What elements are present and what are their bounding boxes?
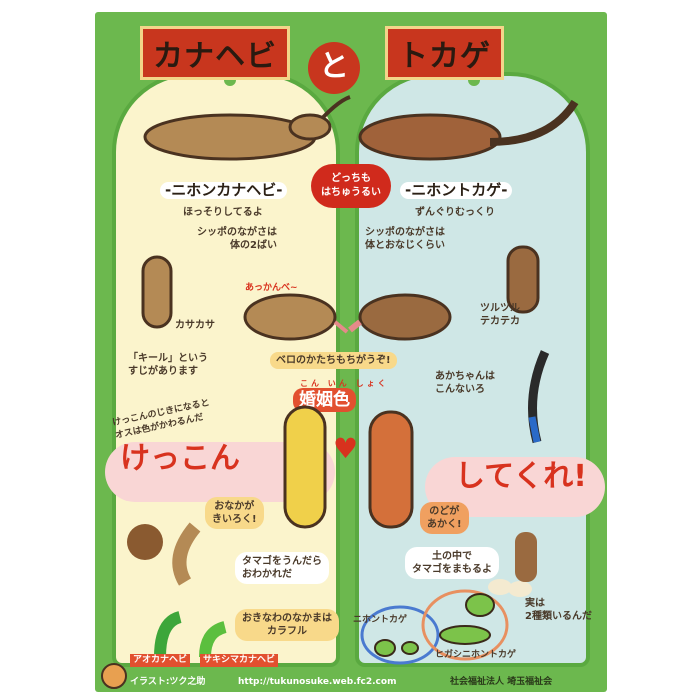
- title-kanahebi: カナヘビ: [140, 26, 290, 80]
- poster: カナヘビ と トカゲ どっちも はちゅうるい -ニホンカナヘビ- ほっそりしてる…: [95, 12, 607, 692]
- kanahebi-head: [141, 255, 173, 329]
- tokage-illustration: [358, 99, 579, 161]
- tongue-note: ベロのかたちもちがうぞ!: [270, 352, 397, 369]
- kanahebi-name: -ニホンカナヘビ-: [160, 182, 288, 199]
- tongue-sound: あっかんべ~: [245, 283, 298, 293]
- guarding-tokage: [488, 532, 537, 597]
- kanahebi-subtitle: ほっそりしてるよ: [183, 207, 263, 218]
- marry-left-text: けっこん: [120, 441, 240, 476]
- species-nihontokage: ニホントカゲ: [353, 615, 408, 625]
- baby-note: あかちゃんは こんないろ: [435, 371, 495, 395]
- tokage-head: [506, 245, 540, 314]
- throat-note: のどが あかく!: [420, 502, 469, 534]
- tongue-lizards: [243, 293, 452, 341]
- illustrator-credit: イラスト:ツク之助: [130, 677, 206, 687]
- tokage-texture: ツルツル テカテカ: [480, 303, 520, 327]
- reptile-badge: どっちも はちゅうるい: [311, 164, 391, 208]
- courting-lizards: [283, 405, 414, 529]
- tokage-tail-note: シッポのながさは 体とおなじくらい: [365, 227, 445, 251]
- species-aokanahebi: アオカナヘビ: [130, 654, 191, 667]
- kanahebi-texture: カサカサ: [175, 320, 215, 331]
- tokage-subtitle: ずんぐりむっくり: [415, 207, 495, 218]
- heart-icon: ♥: [333, 432, 359, 465]
- publisher: 社会福祉法人 埼玉福祉会: [450, 677, 553, 687]
- mascot-icon: [101, 663, 127, 689]
- green-kanahebi: [154, 611, 227, 658]
- okinawa-note: おきなわのなかまは カラフル: [235, 609, 339, 641]
- marry-right-text: してくれ!: [455, 459, 587, 494]
- tokage-name: -ニホントカゲ-: [400, 182, 513, 199]
- distribution-map: [360, 589, 509, 665]
- nuptial-ruby: こん いん しょく: [300, 379, 389, 388]
- title-tokage: トカゲ: [385, 26, 504, 80]
- egg-lizard: [127, 522, 201, 586]
- belly-note: おなかが きいろく!: [205, 497, 264, 529]
- title-connector: と: [308, 42, 360, 94]
- keel-note: 「キール」という すじがあります: [128, 353, 208, 377]
- two-kinds-note: 実は 2種類いるんだ: [525, 598, 592, 622]
- eggs-left-note: タマゴをうんだら おわかれだ: [235, 552, 329, 584]
- eggs-right-note: 土の中で タマゴをまもるよ: [405, 547, 499, 579]
- kanahebi-illustration: [143, 95, 351, 161]
- kanahebi-panel: [112, 72, 340, 667]
- species-sakishimakanahebi: サキシマカナヘビ: [200, 654, 279, 667]
- illustrator-url[interactable]: http://tukunosuke.web.fc2.com: [238, 677, 397, 687]
- species-higashinihontokage: ヒガシニホントカゲ: [435, 650, 517, 660]
- kanahebi-tail-note: シッポのながさは 体の2ばい: [197, 227, 277, 251]
- baby-tokage: [528, 350, 550, 444]
